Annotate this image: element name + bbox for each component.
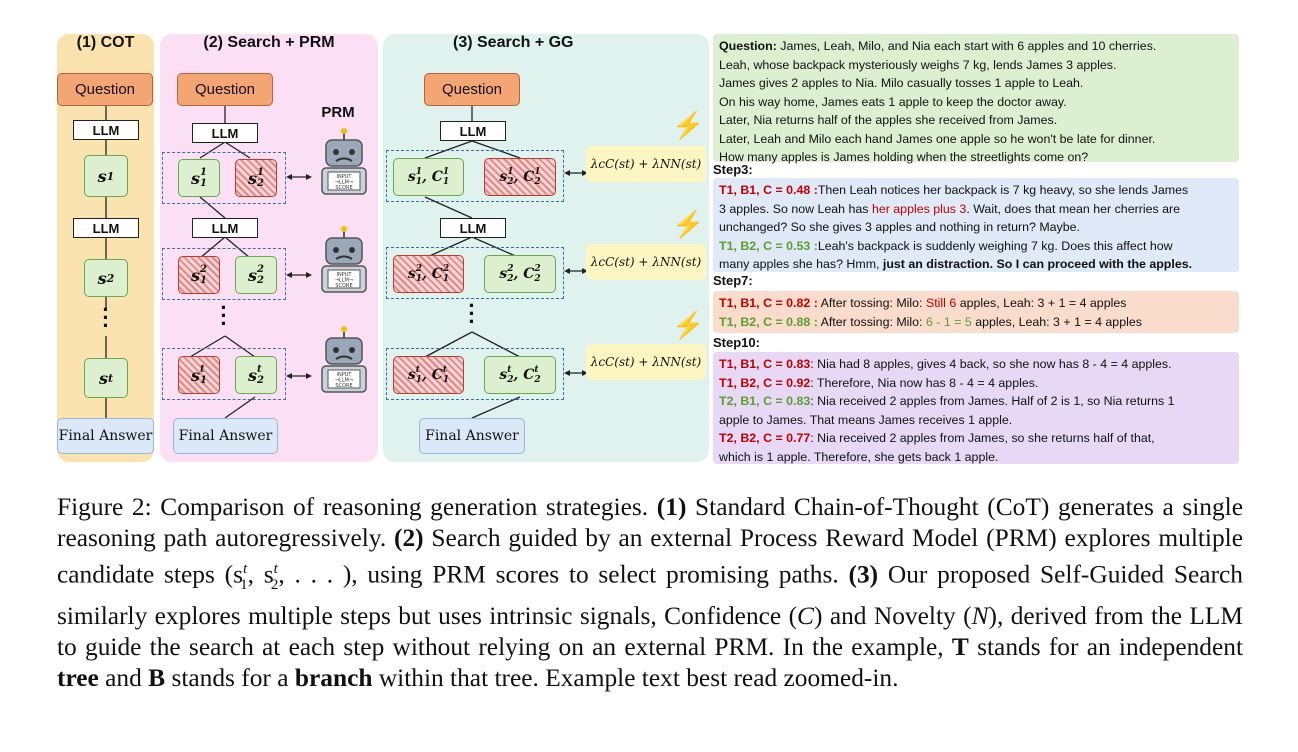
lightning-icon: ⚡	[672, 209, 705, 239]
example-question-box: Question: James, Leah, Milo, and Nia eac…	[713, 34, 1239, 164]
cot-llm-node-2: LLM	[73, 218, 139, 238]
step-superscript: 1	[106, 169, 115, 183]
step3-box: T1, B1, C = 0.48 :Then Leah notices her …	[713, 178, 1239, 272]
prm-candidate-group-2	[162, 248, 286, 300]
prm-candidate-group-1	[162, 152, 286, 204]
gg-llm-node: LLM	[440, 121, 506, 141]
prm-llm-node: LLM	[192, 123, 258, 143]
step7-box: T1, B1, C = 0.82 : After tossing: Milo: …	[713, 291, 1239, 333]
svg-text:SCORE: SCORE	[335, 383, 352, 389]
lightning-icon: ⚡	[672, 110, 705, 140]
prm-label: PRM	[321, 104, 355, 121]
gg-llm-node-2: LLM	[440, 218, 506, 238]
cot-llm-node: LLM	[73, 120, 139, 140]
prm-title: (2) Search + PRM	[203, 34, 335, 51]
step-symbol: s	[97, 166, 107, 186]
prm-llm-node-2: LLM	[192, 218, 258, 238]
prm-question-node: Question	[177, 73, 273, 106]
svg-text:INPUT: INPUT	[337, 372, 353, 378]
step-symbol: s	[98, 368, 108, 388]
prm-robot-icon: INPUT →LLM→ SCORE	[321, 128, 367, 195]
cot-ellipsis: ···	[102, 297, 110, 338]
cot-final-answer: Final Answer	[57, 418, 154, 454]
question-label: Question:	[719, 39, 777, 53]
svg-text:→LLM→: →LLM→	[335, 180, 353, 186]
step-superscript: t	[107, 371, 114, 385]
prm-ellipsis: ···	[220, 295, 228, 336]
prm-final-answer: Final Answer	[173, 418, 278, 454]
lightning-icon: ⚡	[672, 310, 705, 340]
gg-score-formula: λcC(st) + λNN(st)	[586, 146, 706, 182]
step-superscript: 2	[106, 271, 115, 285]
gg-candidate-group-2	[386, 247, 564, 299]
step-symbol: s	[97, 268, 107, 288]
svg-text:→LLM→: →LLM→	[335, 278, 353, 284]
gg-score-formula: λcC(st) + λNN(st)	[586, 244, 706, 280]
figure-caption: Figure 2: Comparison of reasoning genera…	[57, 493, 1244, 692]
cot-question-node: Question	[57, 73, 153, 106]
step3-label: Step3:	[713, 162, 753, 177]
gg-candidate-group-1	[386, 150, 564, 202]
step10-label: Step10:	[713, 335, 760, 350]
prm-robot-icon: INPUT →LLM→ SCORE	[321, 226, 367, 293]
gg-final-answer: Final Answer	[419, 418, 525, 454]
gg-candidate-group-t	[386, 348, 564, 400]
prm-candidate-group-t	[162, 348, 286, 400]
svg-text:SCORE: SCORE	[335, 185, 352, 191]
gg-title: (3) Search + GG	[453, 34, 574, 51]
svg-text:INPUT: INPUT	[337, 272, 353, 278]
gg-score-formula: λcC(st) + λNN(st)	[586, 344, 706, 380]
gg-ellipsis: ···	[468, 293, 476, 334]
svg-text:SCORE: SCORE	[335, 283, 352, 289]
svg-text:→LLM→: →LLM→	[335, 378, 353, 384]
gg-question-node: Question	[424, 73, 520, 106]
cot-title: (1) COT	[76, 34, 135, 51]
step7-label: Step7:	[713, 273, 753, 288]
svg-text:INPUT: INPUT	[337, 174, 353, 180]
prm-robot-icon: INPUT →LLM→ SCORE	[321, 326, 367, 393]
step10-box: T1, B1, C = 0.83: Nia had 8 apples, give…	[713, 352, 1239, 464]
